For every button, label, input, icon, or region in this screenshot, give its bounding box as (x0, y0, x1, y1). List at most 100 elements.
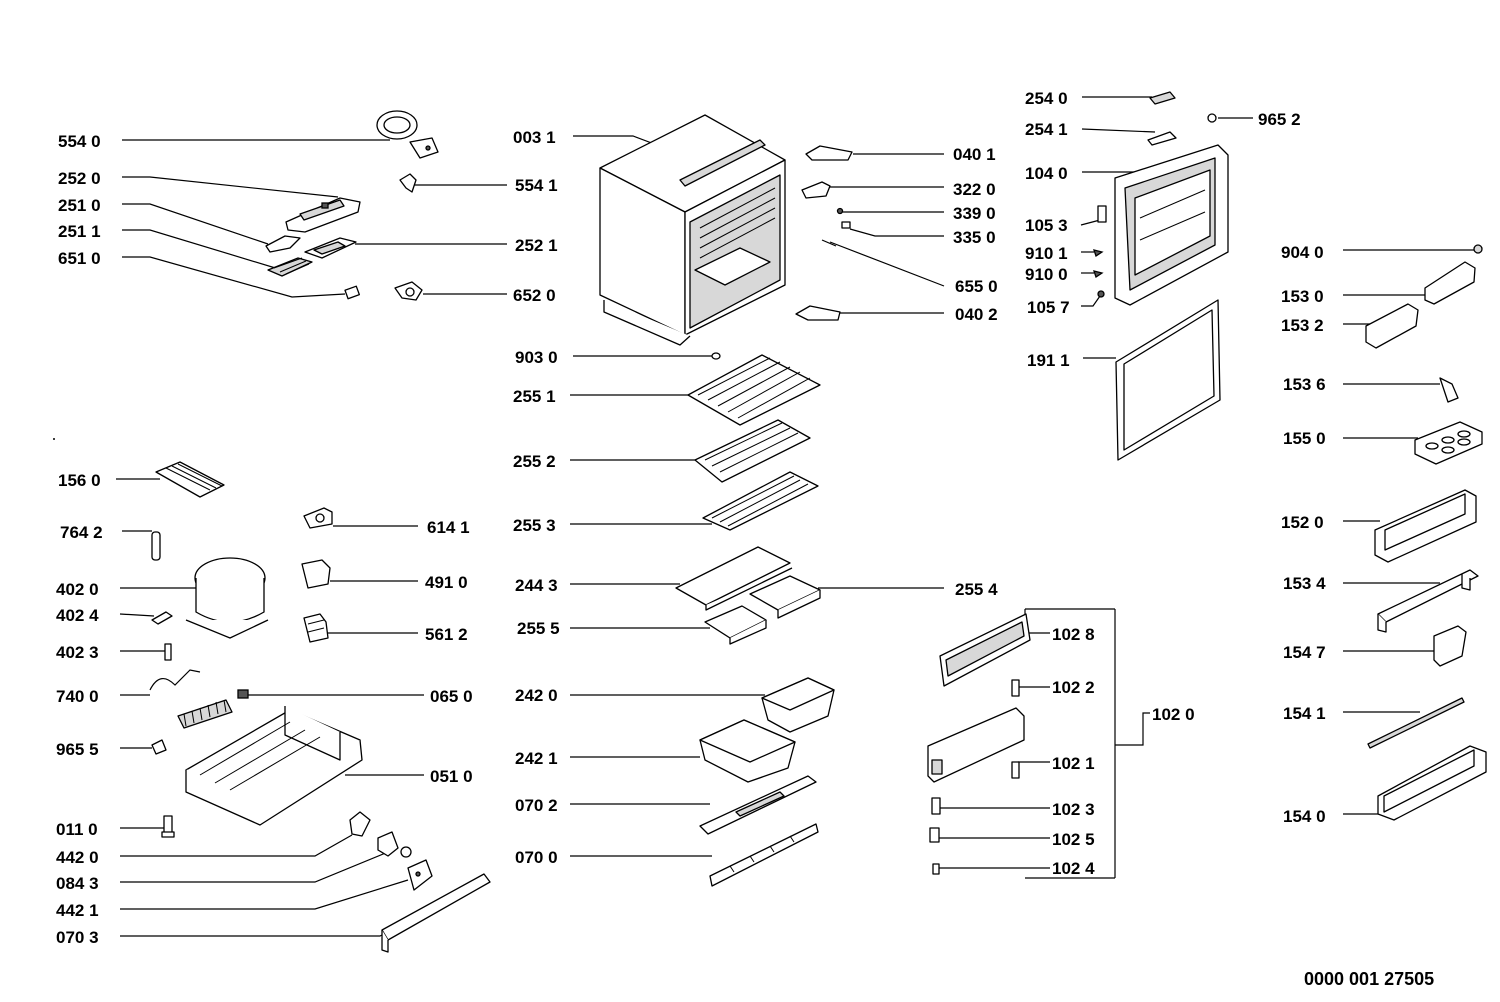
part-label: 322 0 (953, 180, 996, 199)
part-label: 244 3 (515, 576, 558, 595)
part-102-2-drawing (1011, 679, 1020, 697)
part-label: 105 7 (1027, 298, 1070, 317)
part-label: 740 0 (56, 687, 99, 706)
part-label: 651 0 (58, 249, 101, 268)
part-003-1-cabinet-drawing (599, 114, 786, 346)
part-255-4-drawing (749, 575, 821, 619)
part-153-4-drawing (1377, 569, 1479, 633)
part-252-1-drawing (304, 237, 357, 259)
part-label: 255 1 (513, 387, 556, 406)
part-label: 102 4 (1052, 859, 1095, 878)
part-322-0-drawing (801, 181, 831, 199)
part-965-2-drawing (1207, 113, 1217, 123)
part-label: 040 2 (955, 305, 998, 324)
part-102-3-drawing (931, 797, 941, 815)
part-label: 102 0 (1152, 705, 1195, 724)
part-label: 154 1 (1283, 704, 1326, 723)
part-251-0-drawing (265, 235, 301, 253)
part-label: 255 5 (517, 619, 560, 638)
part-label: 102 2 (1052, 678, 1095, 697)
part-070-0-drawing (709, 823, 819, 887)
part-label: 442 0 (56, 848, 99, 867)
part-153-6-drawing (1439, 377, 1459, 403)
part-242-1-crisper-drawing (699, 719, 796, 783)
part-label: 252 0 (58, 169, 101, 188)
part-651-0-drawing (344, 285, 360, 300)
part-442-1-drawing (407, 859, 433, 891)
part-label: 153 4 (1283, 574, 1326, 593)
part-label: 339 0 (953, 204, 996, 223)
part-152-0-door-shelf-drawing (1374, 489, 1477, 563)
part-554-0-drawing (376, 110, 439, 159)
part-156-0-ice-tray-drawing (155, 461, 225, 498)
part-242-0-crisper-drawing (761, 677, 835, 733)
part-652-0-drawing (394, 281, 423, 301)
part-label: 156 0 (58, 471, 101, 490)
part-label: 104 0 (1025, 164, 1068, 183)
part-label: 491 0 (425, 573, 468, 592)
part-label: 554 1 (515, 176, 558, 195)
part-655-0-drawing (821, 239, 837, 247)
part-442-0-drawing (349, 811, 371, 837)
part-153-2-drawing (1365, 303, 1419, 349)
part-254-1-drawing (1147, 131, 1177, 146)
part-label: 335 0 (953, 228, 996, 247)
part-255-2-shelf-drawing (694, 419, 811, 483)
part-label: 102 5 (1052, 830, 1095, 849)
part-label: 251 1 (58, 222, 101, 241)
part-label: 242 0 (515, 686, 558, 705)
part-labels: 554 0 252 0 251 0 251 1 651 0 003 1 554 … (56, 89, 1326, 947)
part-label: 070 2 (515, 796, 558, 815)
part-255-5-drawing (704, 605, 767, 645)
part-label: 154 7 (1283, 643, 1326, 662)
document-number: 0000 001 27505 (1304, 969, 1434, 989)
part-label: 254 1 (1025, 120, 1068, 139)
part-254-0-drawing (1149, 91, 1176, 105)
part-102-8-drawing (939, 613, 1031, 687)
part-105-3-drawing (1097, 205, 1107, 223)
part-244-3-drawing (675, 546, 793, 611)
part-040-1-drawing (805, 145, 853, 161)
part-label: 153 0 (1281, 287, 1324, 306)
part-104-0-door-drawing (1114, 144, 1229, 306)
part-label: 910 1 (1025, 244, 1068, 263)
part-label: 255 2 (513, 452, 556, 471)
part-491-0-drawing (301, 559, 331, 589)
part-label: 561 2 (425, 625, 468, 644)
part-label: 251 0 (58, 196, 101, 215)
part-label: 965 2 (1258, 110, 1301, 129)
part-label: 764 2 (60, 523, 103, 542)
part-label: 070 0 (515, 848, 558, 867)
part-label: 903 0 (515, 348, 558, 367)
part-label: 402 0 (56, 580, 99, 599)
part-764-2-drawing (151, 531, 161, 561)
part-label: 070 3 (56, 928, 99, 947)
part-102-4-drawing (932, 863, 940, 875)
part-label: 153 6 (1283, 375, 1326, 394)
part-label: 040 1 (953, 145, 996, 164)
part-102-1-drawing (1011, 761, 1020, 779)
part-label: 003 1 (513, 128, 556, 147)
part-153-0-drawing (1424, 261, 1476, 305)
part-402-4-drawing (151, 611, 173, 625)
part-label: 254 0 (1025, 89, 1068, 108)
part-910-1-drawing (1093, 249, 1104, 258)
part-614-1-drawing (303, 507, 333, 529)
part-040-2-drawing (795, 305, 841, 321)
part-label: 084 3 (56, 874, 99, 893)
part-065-0-drawing (237, 689, 249, 699)
part-335-0-drawing (841, 221, 851, 229)
part-label: 065 0 (430, 687, 473, 706)
part-011-0-drawing (161, 815, 175, 838)
part-label: 155 0 (1283, 429, 1326, 448)
part-label: 242 1 (515, 749, 558, 768)
leader-lines (116, 96, 1476, 937)
part-251-1-drawing (267, 257, 313, 277)
part-label: 152 0 (1281, 513, 1324, 532)
part-102-frame-drawing (927, 707, 1025, 783)
part-402-3-drawing (164, 643, 172, 661)
part-740-0-condenser-drawing (149, 669, 233, 729)
part-label: 614 1 (427, 518, 470, 537)
part-339-0-drawing (836, 207, 844, 215)
part-label: 011 0 (56, 820, 98, 839)
